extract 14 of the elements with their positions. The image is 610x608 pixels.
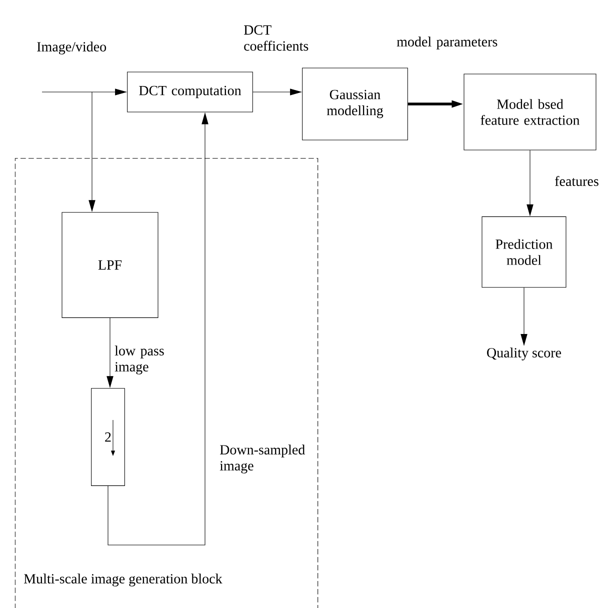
group-heading: Multi-scale image generation block xyxy=(24,574,222,586)
process-box: Prediction model xyxy=(482,216,566,288)
edge-label: DCT coefficients xyxy=(244,25,308,51)
downsampler-box: 2 xyxy=(91,388,125,486)
edge-label: Image/video xyxy=(37,42,106,54)
edge-label: low pass image xyxy=(114,346,164,374)
edge-label: Down-sampled image xyxy=(220,444,305,474)
process-box: Gaussian modelling xyxy=(302,68,408,140)
edge-label: model parameters xyxy=(396,36,498,50)
process-box: DCT computation xyxy=(127,72,253,112)
process-box: LPF xyxy=(62,212,158,318)
output-text: Quality score xyxy=(487,348,562,360)
process-box: Model bsed feature extraction xyxy=(464,74,596,150)
edge-label: features xyxy=(555,176,598,186)
